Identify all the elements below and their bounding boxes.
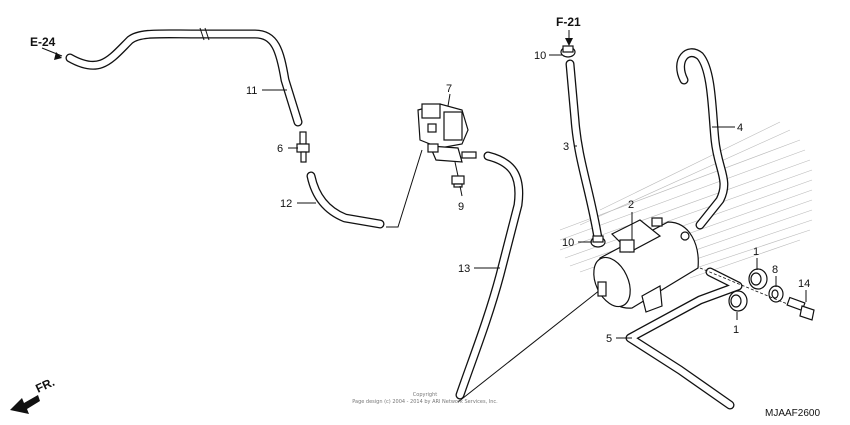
solenoid-valve-7 xyxy=(417,103,477,163)
callout-7[interactable]: 7 xyxy=(446,83,452,95)
callout-6[interactable]: 6 xyxy=(277,143,283,155)
callout-3[interactable]: 3 xyxy=(563,141,569,153)
callout-9[interactable]: 9 xyxy=(458,201,464,213)
callout-12[interactable]: 12 xyxy=(280,198,292,210)
hose-4 xyxy=(676,48,729,230)
clamp-10-bottom xyxy=(590,235,606,248)
leader-12-to-valve xyxy=(386,149,423,228)
ref-f21[interactable]: F-21 xyxy=(556,15,581,29)
front-arrow-icon xyxy=(10,395,40,414)
hose-3 xyxy=(565,59,603,243)
callout-5[interactable]: 5 xyxy=(606,333,612,345)
callout-11[interactable]: 11 xyxy=(246,85,257,97)
callout-10-top[interactable]: 10 xyxy=(534,50,546,62)
arrow-f21-icon xyxy=(565,38,573,46)
copyright-line-2: Page design (c) 2004 - 2014 by ARI Netwo… xyxy=(352,399,498,405)
front-label: FR. xyxy=(33,375,56,396)
diagram-code: MJAAF2600 xyxy=(765,408,820,419)
callout-13[interactable]: 13 xyxy=(458,263,470,275)
bolt-9 xyxy=(451,161,465,188)
callout-14[interactable]: 14 xyxy=(798,278,810,290)
copyright-line-1: Copyright xyxy=(413,392,437,398)
ref-e24[interactable]: E-24 xyxy=(30,35,56,49)
collar-8 xyxy=(768,285,784,303)
grommet-1-top xyxy=(748,268,768,290)
hose-13 xyxy=(455,151,524,400)
callout-8[interactable]: 8 xyxy=(772,264,778,276)
hose-5 xyxy=(625,267,743,410)
grommet-1-bottom xyxy=(728,290,748,312)
callout-2[interactable]: 2 xyxy=(628,199,634,211)
leader-13-to-canister xyxy=(457,289,601,403)
hose-11 xyxy=(65,27,303,127)
leader-lines xyxy=(41,30,807,339)
callout-1-top[interactable]: 1 xyxy=(753,246,759,258)
clamp-10-top xyxy=(560,45,576,58)
bolt-14 xyxy=(699,267,815,321)
hose-12 xyxy=(306,171,385,229)
callout-4[interactable]: 4 xyxy=(737,122,743,134)
joint-6 xyxy=(296,131,310,163)
canister-2 xyxy=(593,217,699,313)
callout-10-bottom[interactable]: 10 xyxy=(562,237,574,249)
arrow-e24-icon xyxy=(54,52,62,60)
callout-1-bottom[interactable]: 1 xyxy=(733,324,739,336)
